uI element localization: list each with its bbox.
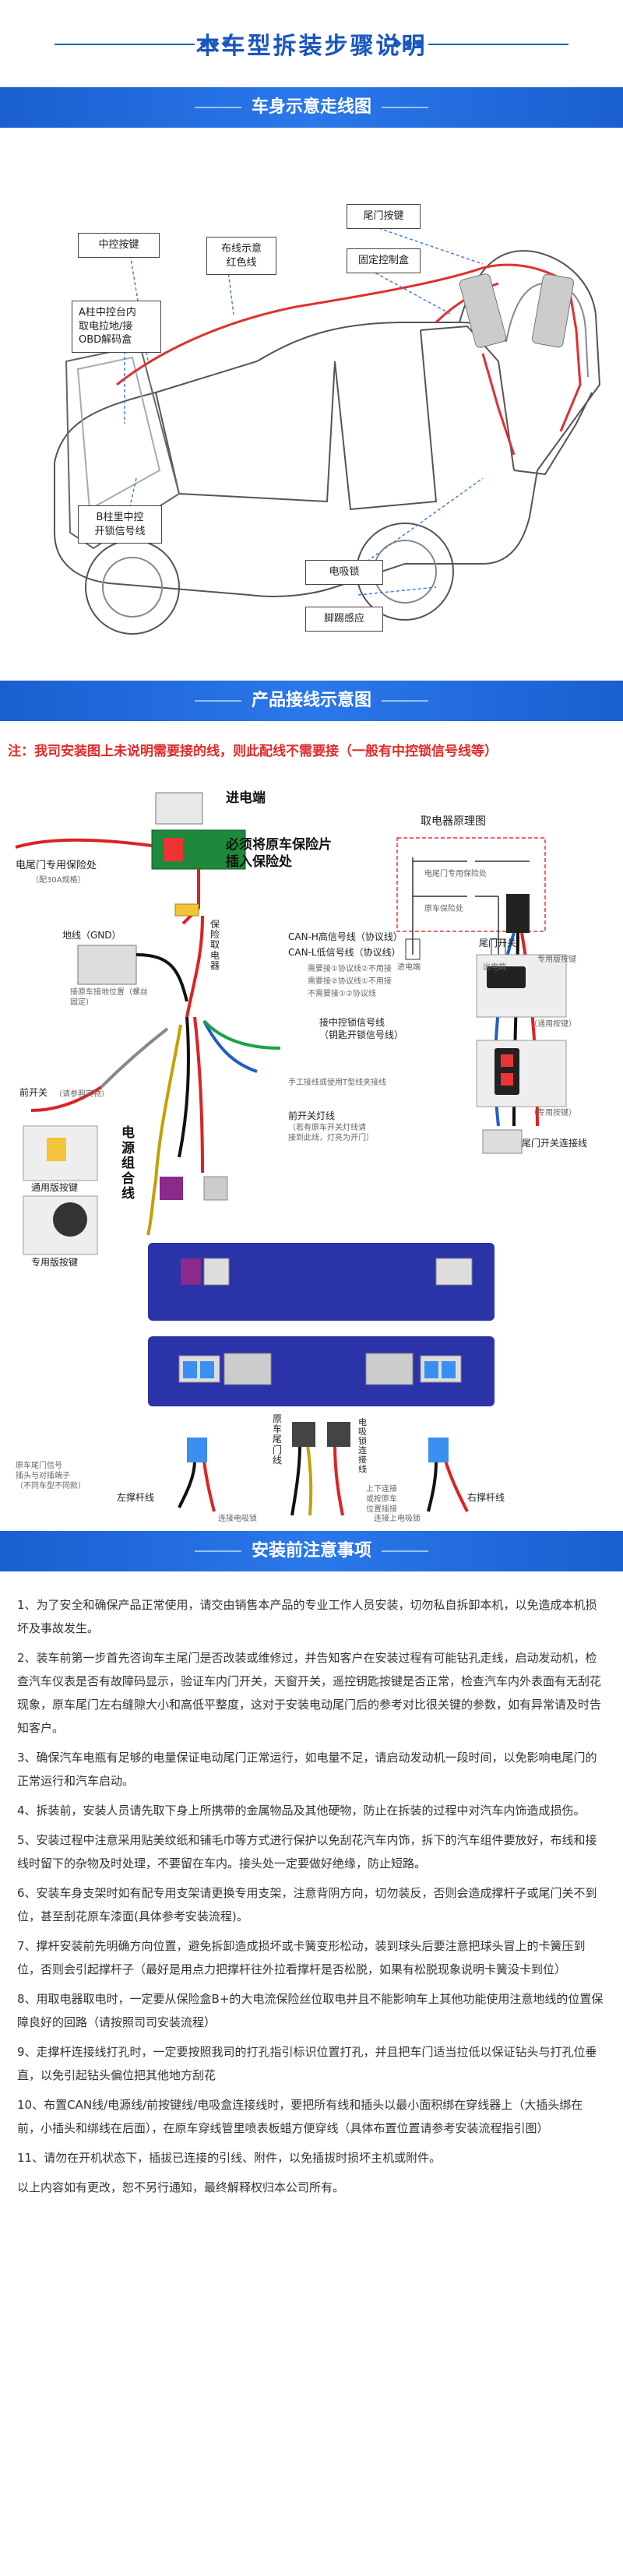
label-fuse-rating: （配30A规格） [31,876,86,885]
label-front-switch-note: （请参照实物） [55,1090,109,1099]
label-fuse-note: 必须将原车保险片 插入保险处 [226,837,332,871]
label-right-strut: 右撑杆线 [467,1492,505,1503]
section-banner-car-diagram: 车身示意走线图 [0,87,623,128]
label-can-note2: 需要接②协议线①不用接 [308,977,392,986]
label-principle-out: 出电端 [483,963,506,972]
label-tail-switch-note: 专用版按键 [537,955,576,964]
precaution-item: 11、请勿在开机状态下，插拔已连接的引线、附件，以免插拔时损坏主机或附件。 [17,2151,442,2165]
label-updown: 上下连接 或按原车 位置插接 [366,1485,397,1514]
callout-kick-sensor: 脚踢感应 [305,607,383,632]
wiring-note: 注：我司安装图上未说明需要接的线，则此配线不需要接（一般有中控锁信号线等） [8,744,498,759]
label-front-switch: 前开关 [19,1087,48,1098]
label-orig-plug: 原车尾门信号 插头与对插端子 （不同车型不同款） [16,1462,86,1490]
precaution-item: 5、安装过程中注意采用贴美纹纸和铺毛巾等方式进行保护以免刮花汽车内饰，拆下的汽车… [17,1833,597,1870]
precaution-item: 6、安装车身支架时如有配专用支架请更换专用支架，注意背阴方向，切勿装反，否则会造… [17,1886,597,1923]
section-banner-wiring: 产品接线示意图 [0,681,623,721]
callout-fixed-controller: 固定控制盒 [347,248,421,273]
label-ground: 地线（GND） [62,930,121,941]
precaution-item: 9、走撑杆连接线打孔时，一定要按照我司的打孔指引标识位置打孔，并且把车门适当拉低… [17,2045,597,2082]
label-principle-fuse: 电尾门专用保险处 [424,870,487,878]
precaution-item: 8、用取电器取电时，一定要从保险盒B+的大电流保险丝位取电并且不能影响车上其他功… [17,1992,604,2029]
callout-wire-color: 布线示意 红色线 [206,237,276,276]
label-door-lock: 接中控锁信号线 （钥匙开锁信号线） [319,1017,404,1040]
label-tap-note: 手工接线或使用T型线夹接线 [288,1079,387,1087]
title-line-right [428,44,568,45]
precaution-item: 10、布置CAN线/电源线/前按键线/电吸盒连接线时，要把所有线和插头以最小面积… [17,2098,583,2135]
label-oem-btn2: （专用按键） [530,1109,576,1117]
label-gen-btn2: （通用按键） [530,1020,576,1029]
label-left-strut: 左撑杆线 [117,1492,155,1503]
label-oem-button: 专用版按键 [31,1257,79,1268]
label-power-harness: 电源组合线 [121,1125,135,1202]
precaution-item: 1、为了安全和确保产品正常使用，请交由销售本产品的专业工作人员安装，切勿私自拆卸… [17,1598,597,1635]
precaution-item: 3、确保汽车电瓶有足够的电量保证电动尾门正常运行，如电量不足，请启动发动机一段时… [17,1751,597,1788]
callout-a-pillar: A柱中控台内 取电拉地/接 OBD解码盒 [72,301,161,353]
label-elock-harness: 电吸锁连接线 [358,1417,367,1475]
label-can-note3: 不需要接①②协议线 [308,990,376,998]
wiring-diagram: 注：我司安装图上未说明需要接的线，则此配线不需要接（一般有中控锁信号线等） [0,721,623,1531]
label-ground-note: 接原车接地位置（螺丝固定） [70,988,148,1007]
section-banner-precautions: 安装前注意事项 [0,1531,623,1571]
label-power-in: 进电端 [226,790,266,806]
precaution-item: 4、拆装前，安装人员请先取下身上所携带的金属物品及其他硬物，防止在拆装的过程中对… [17,1804,586,1818]
callout-center-button: 中控按键 [78,233,160,258]
label-can-note1: 需要接①协议线②不用接 [308,965,392,973]
wiring-illustration [15,792,567,1516]
precaution-disclaimer: 以上内容如有更改，恕不另行通知，最终解释权归本公司所有。 [17,2180,345,2194]
main-title-header: 本车型拆装步骤说明 [0,0,623,87]
label-tail-switch: 尾门开关 [479,938,517,948]
car-illustration [54,220,601,635]
label-can-h: CAN-H高信号线（协议线） [288,931,403,942]
label-connect-elock2: 连接上电吸锁 [374,1515,421,1523]
label-principle-in: 进电端 [397,963,421,972]
precautions-list: 1、为了安全和确保产品正常使用，请交由销售本产品的专业工作人员安装，切勿私自拆卸… [0,1571,623,2213]
car-diagram: 中控按键 布线示意 红色线 尾门按键 固定控制盒 A柱中控台内 取电拉地/接 O… [0,128,623,681]
label-tail-connect: 尾门开关连接线 [522,1138,588,1149]
label-orig-harness: 原车尾门线 [273,1413,283,1466]
label-fuse-taker: 保险取电器 [210,919,220,971]
callout-e-lock: 电吸锁 [305,560,383,585]
callout-tailgate-button: 尾门按键 [347,204,421,229]
precaution-item: 7、撑杆安装前先明确方向位置，避免拆卸造成损坏或卡簧变形松动，装到球头后要注意把… [17,1939,586,1976]
label-front-light-note: （若有原车开关灯线请 接到此线，灯亮为开门） [288,1124,374,1142]
title-line-left [55,44,195,45]
label-tailgate-fuse: 电尾门专用保险处 [16,860,97,871]
main-title: 本车型拆装步骤说明 [195,33,428,60]
label-can-l: CAN-L低信号线（协议线） [288,947,401,958]
label-principle-title: 取电器原理图 [421,815,486,828]
callout-b-pillar: B柱里中控 开锁信号线 [78,505,162,544]
label-front-light: 前开关灯线 [288,1110,336,1121]
precaution-item: 2、装车前第一步首先咨询车主尾门是否改装或维修过，并告知客户在安装过程有可能钻孔… [17,1651,602,1735]
label-gen-button: 通用版按键 [31,1182,79,1193]
label-connect-elock: 连接电吸锁 [218,1515,257,1523]
label-principle-orig: 原车保险处 [424,905,463,913]
